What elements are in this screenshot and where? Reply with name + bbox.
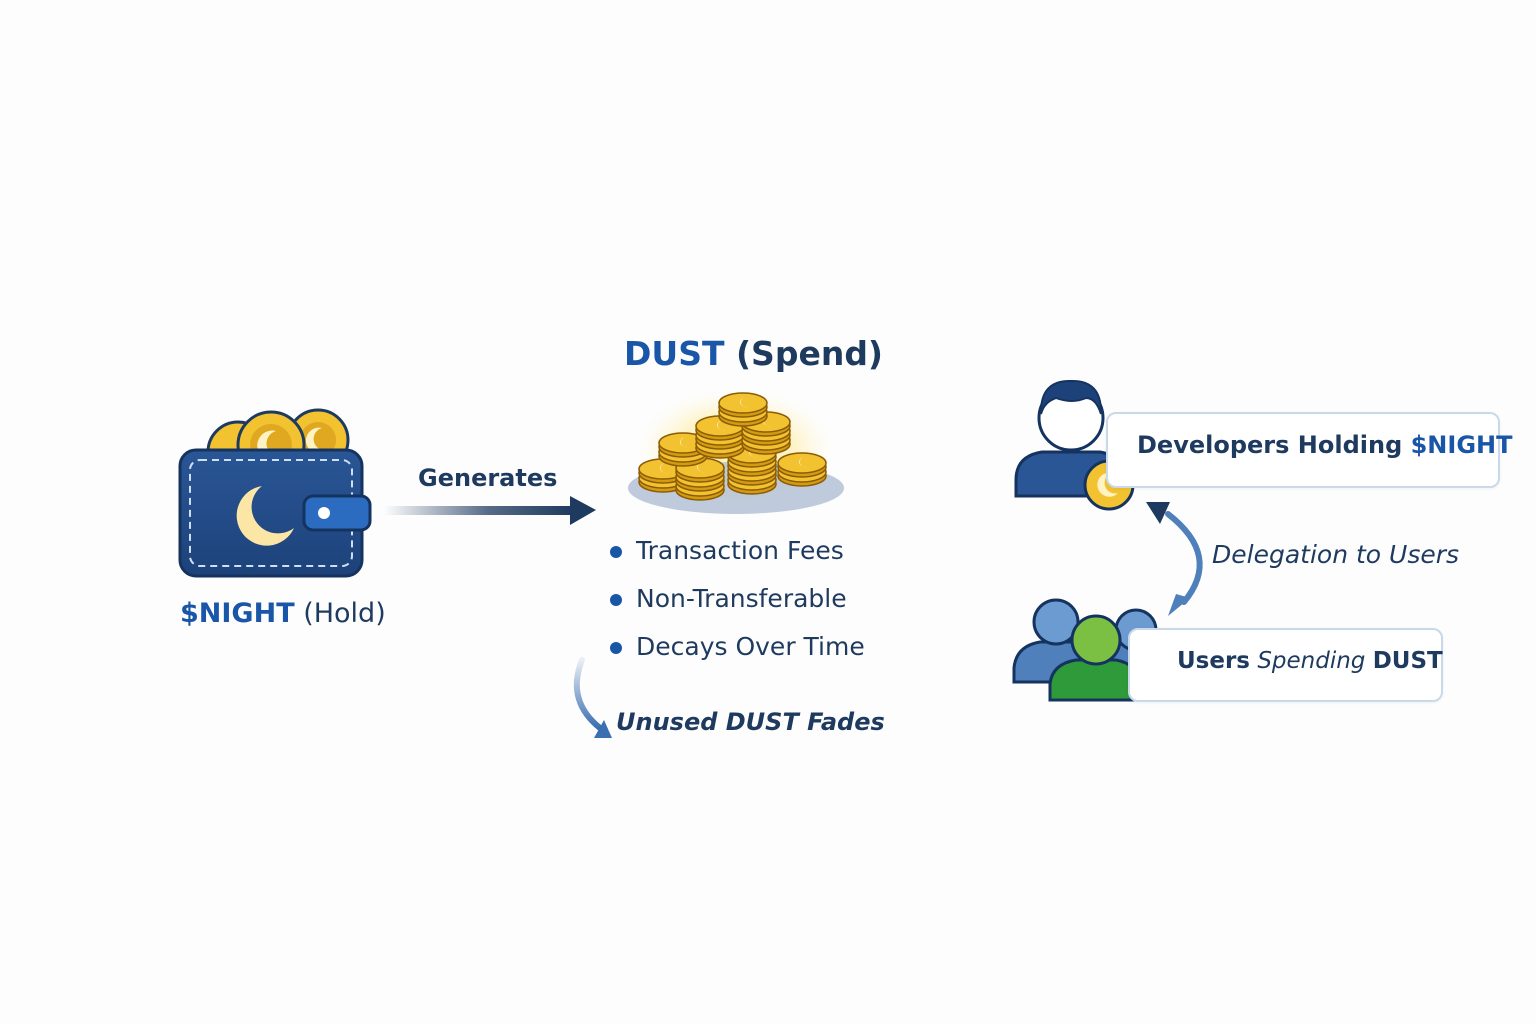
property-text: Transaction Fees [636,536,844,565]
dust-spend-title: DUST (Spend) [624,334,883,373]
developers-label: Developers Holding $NIGHT [1137,431,1512,459]
list-item: Non-Transferable [608,582,865,630]
coin-pile [638,392,827,501]
hold-text: (Hold) [303,598,386,629]
bullet-dot [610,546,622,558]
developer-icon [1014,379,1135,511]
property-text: Non-Transferable [636,584,847,613]
developers-box [1106,412,1500,488]
coin-face [718,392,768,414]
spend-text: (Spend) [735,334,884,373]
property-text: Decays Over Time [636,632,865,661]
generates-arrow [384,496,596,525]
users-box [1128,628,1443,702]
users-label: Users Spending DUST [1177,648,1443,674]
bullet-dot [610,642,622,654]
night-token-name: $NIGHT [180,598,295,629]
spending-word: Spending [1257,648,1366,674]
users-word: Users [1177,648,1250,674]
night-hold-label: $NIGHT (Hold) [180,598,386,629]
generates-label: Generates [418,464,558,492]
developers-prefix: Developers Holding [1137,431,1403,459]
unused-dust-fades-label: Unused DUST Fades [616,708,885,736]
dust-properties-list: Transaction Fees Non-Transferable Decays… [608,534,865,678]
delegation-arrow [1146,502,1203,616]
moon-icon [236,486,294,546]
wallet-icon [178,408,372,578]
developers-token: $NIGHT [1410,431,1513,459]
delegation-label: Delegation to Users [1212,540,1460,569]
fade-arrow [573,657,612,738]
dust-token-name: DUST [624,334,725,373]
bullet-dot [610,594,622,606]
list-item: Transaction Fees [608,534,865,582]
dust-word: DUST [1372,648,1443,674]
list-item: Decays Over Time [608,630,865,678]
coin-face [777,452,827,474]
